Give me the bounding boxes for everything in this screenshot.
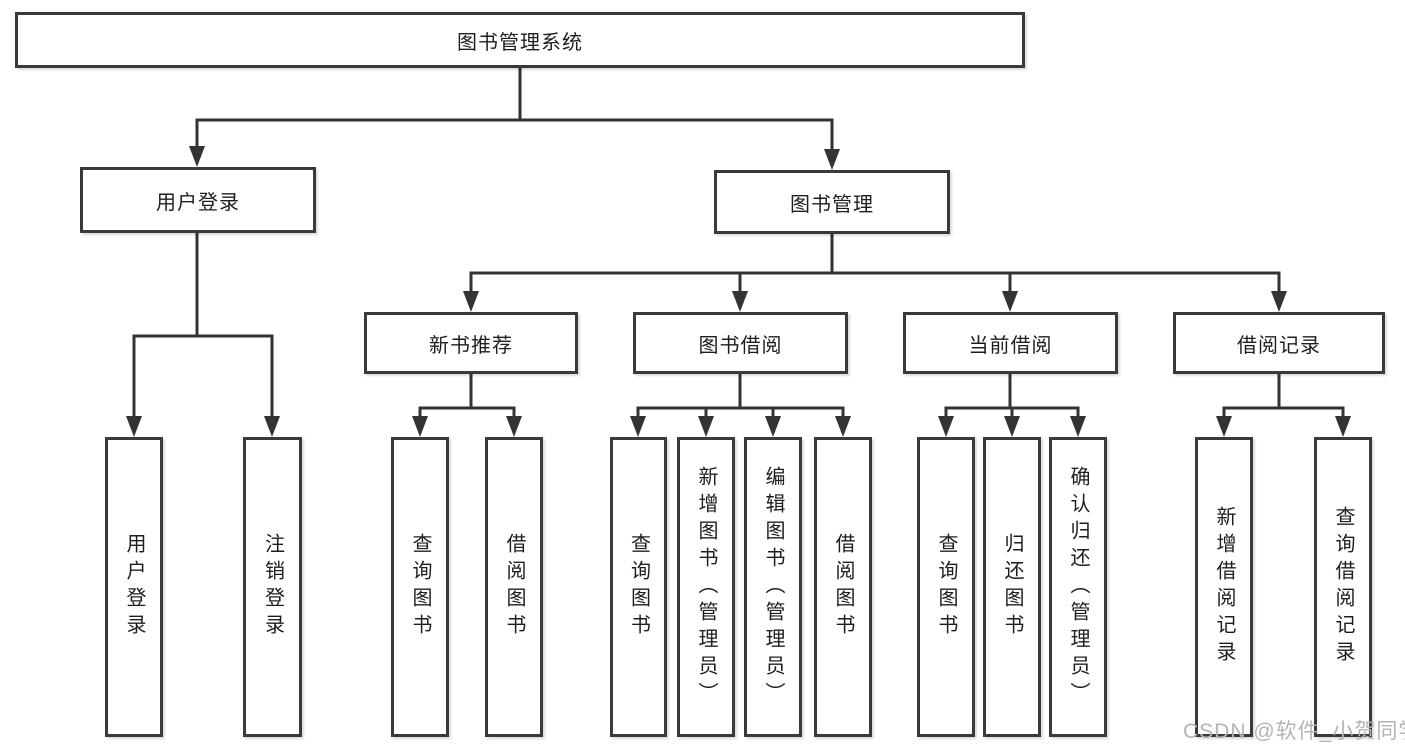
leaf-return-books: 归还图书	[983, 437, 1041, 737]
node-root: 图书管理系统	[15, 12, 1025, 68]
leaf-query-borrow-record: 查询借阅记录	[1314, 437, 1372, 737]
node-book-mgmt: 图书管理	[714, 170, 950, 234]
arrowheads	[126, 146, 1351, 437]
node-current-borrow: 当前借阅	[903, 312, 1118, 374]
leaf-recommend-borrow-books: 借阅图书	[485, 437, 543, 737]
leaf-add-borrow-record-label: 新增借阅记录	[1213, 506, 1235, 668]
leaf-recommend-query-books: 查询图书	[391, 437, 449, 737]
node-borrow-records-label: 借阅记录	[1237, 334, 1321, 357]
node-borrow-records: 借阅记录	[1173, 312, 1385, 374]
leaf-borrow-query-books: 查询图书	[610, 437, 667, 737]
leaf-borrow-query-books-label: 查询图书	[627, 533, 650, 641]
leaf-borrow-books: 借阅图书	[814, 437, 872, 737]
connector-paths	[132, 68, 1345, 423]
node-user-login: 用户登录	[80, 167, 316, 233]
leaf-user-login-label: 用户登录	[123, 533, 145, 641]
node-new-book-recommend: 新书推荐	[364, 312, 578, 374]
node-user-login-label: 用户登录	[156, 191, 240, 214]
leaf-return-books-label: 归还图书	[1001, 533, 1023, 641]
node-book-borrow-label: 图书借阅	[698, 334, 783, 357]
node-current-borrow-label: 当前借阅	[968, 334, 1053, 357]
leaf-recommend-borrow-books-label: 借阅图书	[503, 533, 525, 641]
leaf-add-borrow-record: 新增借阅记录	[1195, 437, 1253, 737]
leaf-edit-books-admin: 编辑图书（管理员）	[744, 437, 802, 737]
node-book-mgmt-label: 图书管理	[790, 193, 874, 216]
leaf-add-books-admin-label: 新增图书（管理员）	[695, 465, 717, 709]
leaf-borrow-books-label: 借阅图书	[832, 533, 854, 641]
node-new-book-recommend-label: 新书推荐	[429, 334, 513, 357]
leaf-logout-label: 注销登录	[261, 533, 284, 641]
leaf-recommend-query-books-label: 查询图书	[409, 533, 431, 641]
leaf-query-borrow-record-label: 查询借阅记录	[1332, 506, 1354, 668]
leaf-user-login: 用户登录	[105, 437, 163, 737]
csdn-watermark: CSDN @软件_小贺同学	[1183, 720, 1405, 743]
node-root-label: 图书管理系统	[457, 31, 583, 54]
leaf-confirm-return-admin: 确认归还（管理员）	[1049, 437, 1107, 737]
node-book-borrow: 图书借阅	[633, 312, 848, 374]
leaf-edit-books-admin-label: 编辑图书（管理员）	[762, 465, 784, 709]
leaf-logout: 注销登录	[243, 437, 302, 737]
leaf-confirm-return-admin-label: 确认归还（管理员）	[1067, 465, 1089, 709]
leaf-add-books-admin: 新增图书（管理员）	[677, 437, 735, 737]
leaf-current-query-books-label: 查询图书	[935, 533, 957, 641]
leaf-current-query-books: 查询图书	[917, 437, 975, 737]
